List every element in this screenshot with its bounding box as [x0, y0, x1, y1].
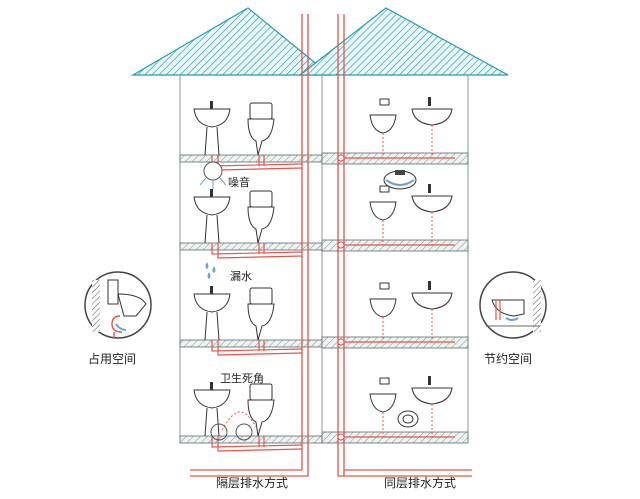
sink-icon — [411, 195, 453, 213]
faucet-icon — [210, 382, 213, 390]
left-caption: 隔层排水方式 — [216, 475, 288, 490]
flush-plate-icon — [379, 98, 390, 106]
faucet-icon — [210, 101, 213, 109]
building-walls — [179, 75, 469, 440]
occupy-space-inset: 占用空间 — [84, 271, 152, 366]
faucet-icon — [428, 376, 431, 385]
noise-callout: 噪音 — [199, 161, 250, 189]
flush-plate-icon — [379, 185, 390, 193]
sink-icon — [193, 108, 231, 128]
flush-plate-icon — [379, 377, 390, 385]
right-caption: 同层排水方式 — [384, 475, 456, 490]
faucet-icon — [210, 189, 213, 197]
wall-toilet-icon — [369, 114, 397, 134]
faucet-icon — [428, 281, 431, 290]
toilet-icon — [249, 383, 273, 401]
toilet-icon — [249, 287, 273, 305]
dead-corner-callout: 卫生死角 — [210, 371, 264, 441]
floor-drain-icon — [397, 410, 419, 428]
leak-callout: 漏水 — [205, 262, 252, 283]
drain-stacks — [190, 14, 472, 477]
noise-label: 噪音 — [228, 175, 250, 189]
left-floor-3 — [193, 286, 303, 356]
sink-icon — [193, 293, 231, 313]
faucet-icon — [428, 184, 431, 193]
right-floor-1 — [337, 97, 455, 162]
left-floor-2 — [193, 189, 303, 259]
sink-icon — [193, 196, 231, 216]
wall-toilet-icon — [369, 201, 397, 221]
toilet-icon — [249, 190, 273, 208]
wall-toilet-icon — [369, 298, 397, 318]
save-space-inset: 节约空间 — [479, 271, 547, 366]
save-space-label: 节约空间 — [484, 351, 532, 366]
faucet-icon — [210, 286, 213, 294]
faucet-icon — [428, 97, 431, 106]
sink-icon — [411, 387, 453, 405]
left-floors — [193, 101, 303, 452]
sink-icon — [411, 108, 453, 126]
dead-corner-label: 卫生死角 — [220, 371, 264, 385]
right-floor-2-closeup — [383, 170, 417, 190]
flush-plate-icon — [379, 282, 390, 290]
right-floor-2 — [337, 184, 455, 249]
leak-label: 漏水 — [230, 270, 252, 283]
wall-toilet-icon — [369, 393, 397, 413]
right-floor-4 — [337, 376, 455, 441]
left-roof — [130, 7, 332, 76]
sink-icon — [193, 389, 231, 409]
toilet-icon — [249, 102, 273, 120]
left-floor-1 — [193, 101, 303, 171]
left-floor-4 — [193, 382, 303, 452]
right-floor-3 — [337, 281, 455, 346]
right-roof — [298, 7, 509, 76]
right-floors — [337, 97, 455, 441]
sink-icon — [411, 292, 453, 310]
occupy-space-label: 占用空间 — [88, 351, 136, 366]
